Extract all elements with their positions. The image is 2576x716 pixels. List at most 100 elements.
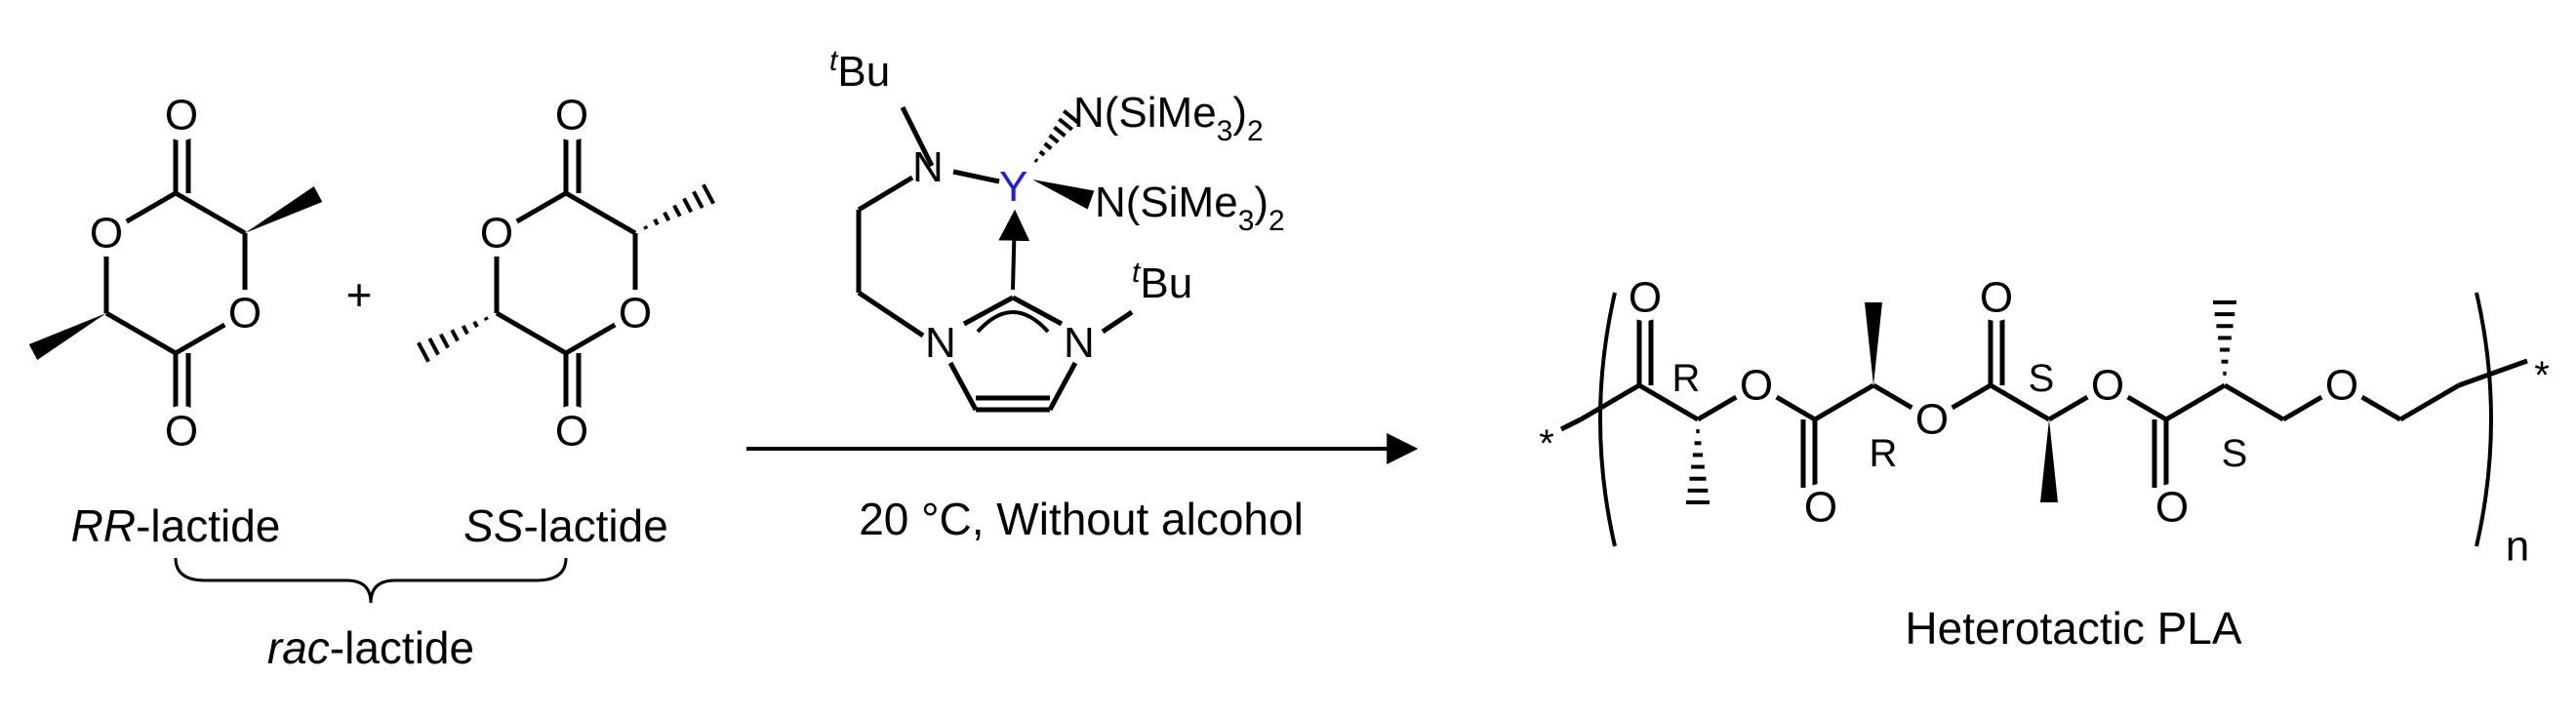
tbu-text: Bu — [1140, 259, 1192, 307]
tbu-superscript: t — [829, 45, 839, 77]
carbonyl-oxygen: O — [2155, 484, 2189, 532]
carbonyl-oxygen: O — [165, 92, 198, 139]
end-group-star: * — [1539, 422, 1554, 465]
ss-prefix: SS — [463, 500, 524, 551]
ester-oxygen: O — [1915, 396, 1949, 444]
carbonyl-oxygen: O — [1629, 274, 1662, 322]
ss-lactide-label: SS-lactide — [463, 500, 668, 551]
methyl-wedge-bond — [245, 186, 323, 233]
repeat-bracket-left — [1598, 292, 1617, 547]
linker-bond — [857, 290, 925, 338]
end-bond — [2458, 358, 2528, 388]
ester-oxygen: O — [1740, 362, 1773, 410]
yttrium: Y — [999, 163, 1027, 211]
amide-subscript: 3 — [1238, 205, 1255, 237]
backbone-bond — [2164, 382, 2227, 422]
repeat-count-n: n — [2506, 523, 2529, 571]
carbonyl-oxygen: O — [165, 408, 198, 456]
reaction-arrow: 20 °C, Without alcohol — [746, 433, 1419, 544]
backbone-bond — [2223, 382, 2285, 422]
carbene-dative-arrow — [998, 209, 1030, 291]
rac-suffix: -lactide — [330, 622, 474, 673]
yttrium-atom: Y — [999, 163, 1027, 211]
carbonyl-oxygen: O — [555, 408, 588, 456]
y-amide-wedge-bond — [1032, 179, 1095, 210]
amide-ligand-upper: N(SiMe3)2 — [1073, 89, 1264, 147]
delocalised-arc — [976, 310, 1050, 334]
end-group-star: * — [2534, 354, 2550, 397]
backbone-bond — [1813, 382, 1875, 422]
n-tbu-bond — [1101, 309, 1134, 335]
imidazole-n: N — [925, 319, 956, 367]
amide-subscript-2: 2 — [1247, 115, 1264, 147]
methyl-hash-bond — [1686, 429, 1710, 504]
rac-prefix: rac — [267, 622, 330, 673]
stereo-descriptor-r: R — [1672, 357, 1701, 400]
amine-n: N — [912, 143, 944, 191]
backbone-bond — [1989, 382, 2051, 422]
ester-oxygen: O — [2325, 362, 2358, 410]
ring-oxygen: O — [619, 290, 652, 338]
ring-bond — [564, 190, 637, 236]
amide-ligand-lower: N(SiMe3)2 — [1095, 179, 1285, 237]
imidazole-n: N — [1064, 319, 1095, 367]
ring-bond — [104, 310, 178, 356]
methyl-wedge-bond — [1865, 302, 1882, 385]
amide-text: N(SiMe — [1095, 179, 1238, 226]
product-name: Heterotactic PLA — [1905, 603, 2241, 654]
backbone-bond — [1637, 382, 1700, 422]
rac-lactide-label: rac-lactide — [267, 622, 474, 673]
rr-prefix: RR — [71, 500, 136, 551]
imidazole-bond — [962, 295, 1015, 327]
y-amide-hash-bond — [1033, 109, 1081, 164]
plus-sign: + — [346, 269, 373, 320]
rr-lactide-structure: O O O O — [28, 92, 323, 456]
imidazole-bond — [1047, 361, 1078, 412]
ss-suffix: -lactide — [524, 500, 668, 551]
methyl-hash-bond — [417, 316, 489, 363]
rac-brace — [174, 557, 568, 604]
reaction-conditions: 20 °C, Without alcohol — [859, 494, 1304, 544]
rr-lactide-label: RR-lactide — [71, 500, 281, 551]
end-bond — [1559, 417, 1583, 432]
backbone-bond — [2398, 382, 2461, 422]
ss-lactide-structure: O O O O — [417, 92, 715, 456]
amide-text: N(SiMe — [1073, 89, 1217, 137]
imidazole-nitrogen-right: N — [1064, 319, 1095, 367]
methyl-wedge-bond — [28, 313, 106, 360]
methyl-wedge-bond — [2040, 419, 2058, 502]
n-tbu-bond — [900, 105, 935, 168]
imidazole-bond — [947, 361, 979, 412]
tbu-label-imidazole: tBu — [1132, 257, 1192, 307]
ring-oxygen: O — [480, 210, 513, 258]
ester-oxygen: O — [2091, 362, 2124, 410]
tbu-text: Bu — [837, 48, 890, 96]
rr-suffix: -lactide — [136, 500, 280, 551]
carbonyl-oxygen: O — [1804, 484, 1837, 532]
amide-subscript-2: 2 — [1268, 205, 1285, 237]
tbu-label-amine: tBu — [829, 45, 890, 96]
ring-oxygen: O — [90, 210, 123, 258]
stereo-descriptor-s: S — [2222, 432, 2248, 475]
n-y-bond — [952, 169, 1000, 184]
methyl-hash-bond — [643, 183, 715, 230]
methyl-hash-bond — [2213, 300, 2236, 376]
linker-bond — [857, 175, 914, 213]
stereo-descriptor-r: R — [1870, 432, 1898, 475]
imidazole-nitrogen-left: N — [925, 319, 956, 367]
amide-subscript: 3 — [1217, 115, 1233, 147]
tbu-superscript: t — [1132, 257, 1142, 289]
imidazole-bond — [1011, 295, 1064, 327]
stereo-descriptor-s: S — [2029, 357, 2055, 400]
ring-bond — [174, 190, 247, 236]
amide-paren: ) — [1254, 179, 1268, 226]
carbonyl-oxygen: O — [555, 92, 588, 139]
ring-oxygen: O — [228, 290, 262, 338]
carbonyl-oxygen: O — [1980, 274, 2013, 322]
amide-paren: ) — [1232, 89, 1247, 137]
repeat-bracket-right — [2475, 292, 2493, 547]
